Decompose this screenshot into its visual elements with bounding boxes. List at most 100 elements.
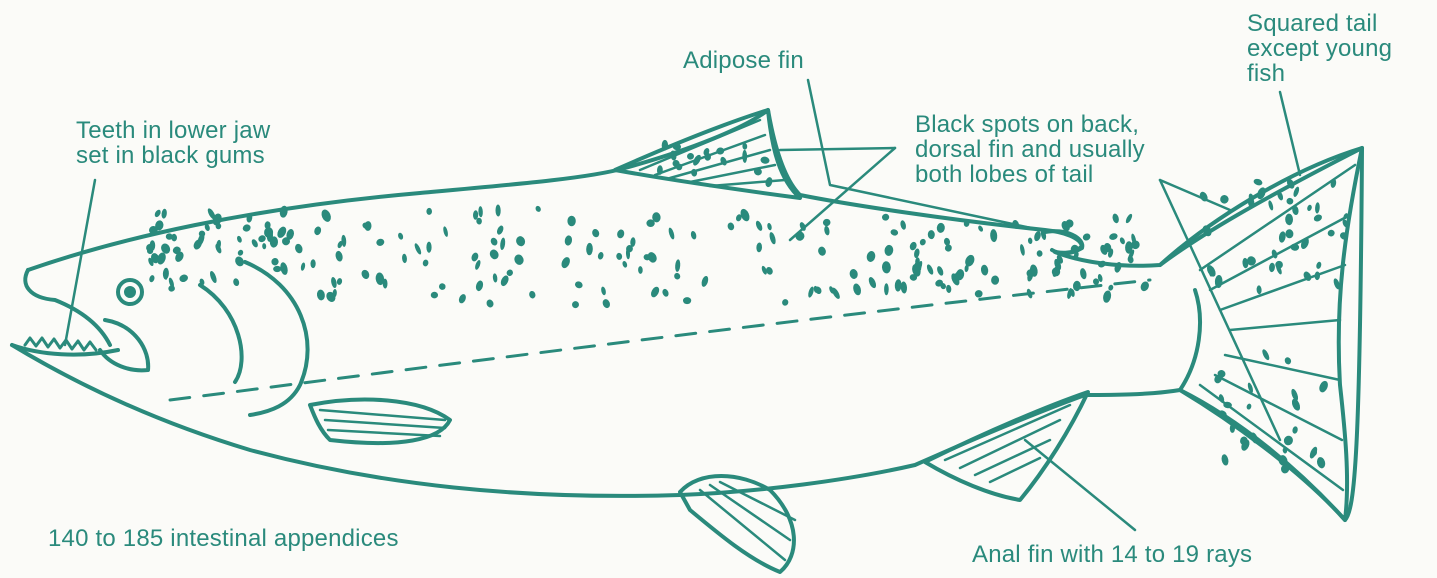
spot — [1316, 456, 1327, 469]
spot — [1269, 262, 1276, 272]
spot — [1082, 232, 1092, 242]
spot — [591, 228, 600, 238]
spot — [1230, 424, 1235, 433]
spot — [232, 278, 240, 287]
spot — [1330, 178, 1337, 188]
spot — [700, 275, 709, 287]
spot — [237, 249, 244, 257]
spot — [1220, 194, 1230, 204]
spot — [822, 218, 832, 228]
spot — [148, 275, 155, 283]
leader-spots-back — [790, 148, 895, 240]
spot — [716, 147, 725, 155]
spot — [330, 276, 337, 288]
spot — [1253, 178, 1264, 187]
spot — [500, 237, 506, 250]
spot — [1278, 231, 1286, 243]
spot — [1125, 213, 1134, 224]
spot — [1327, 229, 1336, 238]
spot — [262, 243, 266, 249]
spot — [426, 208, 432, 215]
spot — [824, 225, 831, 235]
spot — [485, 299, 494, 309]
spot — [564, 235, 573, 246]
spot — [616, 253, 623, 261]
leader-spots-dorsal — [780, 148, 895, 150]
spot — [310, 259, 315, 268]
spot — [756, 242, 762, 252]
spot — [214, 243, 223, 254]
spot — [1306, 204, 1312, 211]
label-teeth: Teeth in lower jaw set in black gums — [76, 118, 270, 168]
spot — [690, 230, 697, 240]
spot — [760, 156, 770, 165]
spot — [755, 220, 764, 232]
spot — [567, 216, 575, 227]
spot — [273, 266, 281, 272]
label-squared-tail: Squared tail except young fish — [1247, 11, 1392, 86]
label-black-spots: Black spots on back, dorsal fin and usua… — [915, 112, 1145, 187]
spot — [1108, 284, 1115, 291]
spot — [313, 226, 322, 236]
spot — [884, 244, 894, 256]
spot — [492, 273, 497, 283]
spot — [528, 290, 536, 299]
spot — [600, 286, 606, 296]
spot — [1119, 237, 1126, 245]
spot — [622, 260, 628, 268]
spot — [1139, 280, 1150, 292]
spot — [764, 176, 773, 188]
spot — [279, 262, 289, 276]
spot — [990, 229, 998, 242]
spot — [475, 280, 485, 292]
spot — [884, 283, 889, 295]
spot — [335, 250, 344, 262]
spot — [413, 242, 422, 255]
spot — [1261, 348, 1271, 361]
lateral-line — [170, 280, 1150, 400]
spot — [150, 240, 156, 251]
spot — [668, 227, 676, 240]
spot — [1286, 197, 1294, 205]
fish-cheek — [100, 320, 148, 370]
spot — [515, 235, 527, 248]
spot — [980, 264, 989, 276]
spot — [488, 248, 500, 261]
spot — [894, 279, 901, 292]
spot — [936, 265, 945, 276]
spot — [649, 285, 661, 298]
spot — [375, 238, 385, 247]
spot — [1112, 213, 1120, 224]
spot — [638, 266, 643, 274]
spot — [1108, 232, 1118, 241]
spot — [438, 282, 446, 290]
spot — [1274, 259, 1284, 270]
spot — [1221, 454, 1230, 467]
spot — [402, 254, 408, 264]
spot — [422, 259, 429, 267]
spot — [807, 286, 815, 298]
label-intestinal-appendices: 140 to 185 intestinal appendices — [48, 526, 399, 551]
spot — [882, 261, 892, 274]
spot — [560, 256, 572, 270]
spot — [178, 273, 189, 283]
spot — [161, 208, 167, 219]
spot — [1315, 261, 1322, 269]
spot — [209, 270, 218, 284]
spot — [928, 230, 935, 239]
spot — [574, 280, 584, 289]
spot — [1256, 285, 1262, 294]
fish-pupil — [126, 288, 134, 296]
spot — [1318, 380, 1330, 394]
spot — [316, 289, 325, 301]
spot — [963, 253, 976, 267]
spot — [1315, 202, 1320, 214]
spot — [242, 223, 252, 233]
spot — [675, 259, 681, 272]
spot — [1097, 259, 1107, 268]
spot — [881, 213, 890, 222]
spot — [683, 297, 691, 304]
spot — [661, 288, 669, 298]
